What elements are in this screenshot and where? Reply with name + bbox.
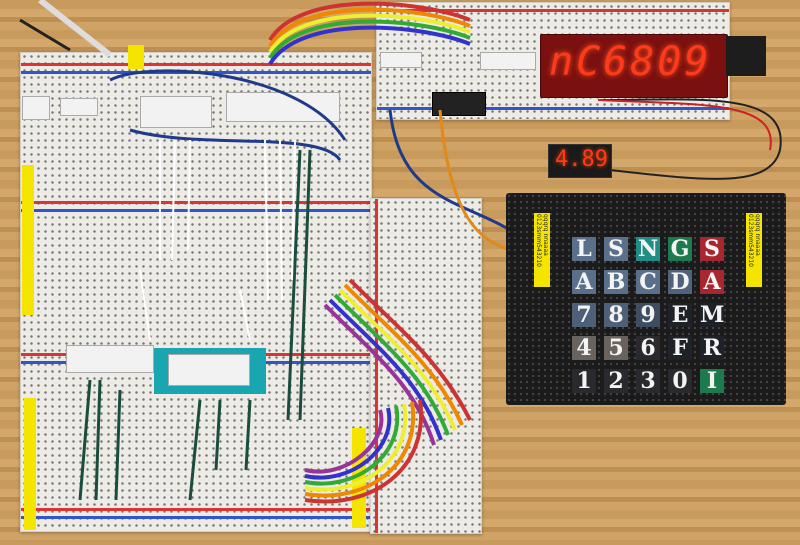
voltmeter-lead [597, 99, 772, 151]
key-i[interactable]: I [700, 369, 724, 393]
key-l[interactable]: L [572, 237, 596, 261]
keypad-right-label: qqqrq nnaaaa 0123smm543210 [746, 213, 762, 287]
key-d[interactable]: D [668, 270, 692, 294]
voltmeter-reading: 4.89 [555, 147, 608, 172]
display-text: nC6809 [549, 39, 712, 85]
power-rail [21, 508, 371, 511]
key-s[interactable]: S [700, 237, 724, 261]
key-e[interactable]: E [668, 303, 692, 327]
key-0[interactable]: 0 [668, 369, 692, 393]
key-7[interactable]: 7 [572, 303, 596, 327]
key-r[interactable]: R [700, 336, 724, 360]
wire [214, 399, 222, 471]
main-breadboard [20, 52, 372, 532]
key-a[interactable]: A [700, 270, 724, 294]
key-4[interactable]: 4 [572, 336, 596, 360]
usb-cable [38, 0, 112, 58]
wire [291, 139, 296, 281]
key-s[interactable]: S [604, 237, 628, 261]
key-f[interactable]: F [668, 336, 692, 360]
wire [188, 399, 202, 501]
seven-segment-display: nC6809 [540, 34, 728, 98]
wire [286, 149, 302, 421]
wire [438, 109, 511, 252]
eeprom-chip [66, 345, 154, 373]
pin-label [128, 45, 144, 69]
power-rail [21, 63, 371, 66]
voltmeter-lead [599, 98, 782, 180]
wire [239, 289, 251, 341]
power-rail [377, 9, 729, 12]
key-9[interactable]: 9 [636, 303, 660, 327]
key-b[interactable]: B [604, 270, 628, 294]
wire [244, 399, 252, 471]
wire [298, 149, 312, 421]
keypad-left-label: qqqrq nnaaaa 0123smm543210 [534, 213, 550, 287]
wire [129, 128, 342, 161]
ground-rail [21, 209, 371, 212]
key-8[interactable]: 8 [604, 303, 628, 327]
wire [264, 139, 269, 301]
logic-chip [380, 52, 422, 68]
crystal-oscillator [22, 96, 50, 120]
wire [139, 269, 151, 341]
ribbon-cable [268, 1, 472, 504]
key-1[interactable]: 1 [572, 369, 596, 393]
wire [94, 379, 102, 501]
display-bezel [726, 36, 766, 76]
wire [187, 139, 191, 251]
key-3[interactable]: 3 [636, 369, 660, 393]
keypad: qqqrq nnaaaa 0123smm543210 qqqrq nnaaaa … [506, 193, 786, 405]
wire [279, 139, 283, 301]
power-rail [375, 199, 378, 533]
key-6[interactable]: 6 [636, 336, 660, 360]
cpu-chip [140, 96, 212, 128]
logic-chip [60, 98, 98, 116]
ram-chip [168, 354, 250, 386]
key-g[interactable]: G [668, 237, 692, 261]
wire [388, 109, 511, 232]
wire [19, 18, 71, 52]
pin-label [22, 165, 34, 315]
voltmeter: 4.89 [548, 144, 612, 178]
wire [78, 379, 92, 501]
ground-rail [377, 107, 729, 110]
key-n[interactable]: N [636, 236, 660, 262]
resistor-network [480, 52, 536, 70]
power-rail [21, 201, 371, 204]
key-a[interactable]: A [572, 270, 596, 294]
key-2[interactable]: 2 [604, 369, 628, 393]
ground-rail [21, 516, 371, 519]
key-c[interactable]: C [636, 270, 660, 294]
pin-label [24, 398, 36, 530]
wire [114, 389, 122, 501]
key-5[interactable]: 5 [604, 336, 628, 360]
key-m[interactable]: M [700, 302, 725, 328]
wire [109, 69, 347, 141]
wire [171, 139, 176, 261]
memory-chip [226, 92, 340, 122]
